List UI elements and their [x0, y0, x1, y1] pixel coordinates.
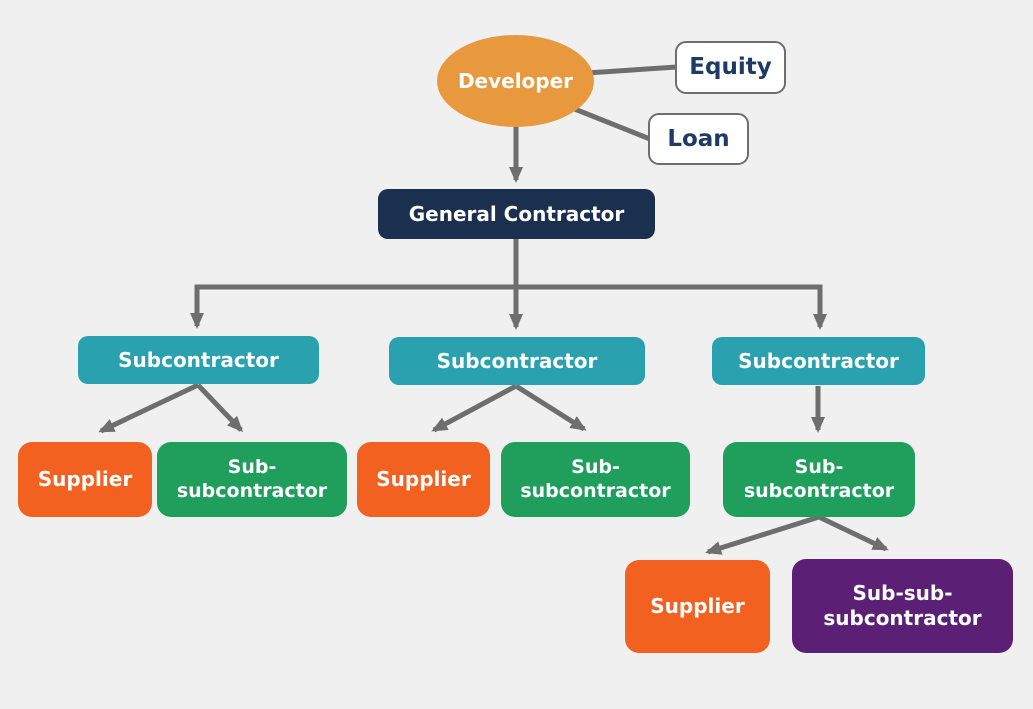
node-label: Equity: [689, 54, 772, 81]
node-label: Developer: [457, 68, 574, 93]
node-developer: Developer: [437, 35, 594, 127]
edge-sub2-subsub2: [514, 383, 587, 432]
node-label: Loan: [667, 125, 730, 152]
node-label: Sub-subcontractor: [520, 455, 671, 502]
node-subcontractor-1: Subcontractor: [78, 336, 319, 384]
node-supplier-3: Supplier: [625, 560, 770, 653]
node-loan: Loan: [648, 113, 749, 165]
node-sub-subcontractor-3: Sub-subcontractor: [723, 442, 915, 517]
node-subcontractor-2: Subcontractor: [389, 337, 645, 385]
edge-sub1-supplier1: [98, 382, 200, 434]
node-subcontractor-3: Subcontractor: [712, 337, 925, 385]
edge-subsub3-supplier3: [705, 514, 820, 555]
node-sub-subcontractor-2: Sub-subcontractor: [501, 442, 690, 517]
edge-sub2-supplier2: [431, 383, 518, 433]
node-label: Supplier: [37, 467, 133, 491]
node-label: General Contractor: [408, 201, 625, 226]
node-label: Subcontractor: [738, 348, 899, 373]
node-label: Sub-subcontractor: [176, 455, 328, 502]
node-label: Sub-subcontractor: [743, 455, 895, 502]
edge-sub1-subsub1: [196, 383, 244, 433]
node-sub-sub-subcontractor: Sub-sub-subcontractor: [792, 559, 1013, 653]
node-label: Sub-sub-subcontractor: [823, 581, 982, 630]
node-label: Subcontractor: [118, 347, 279, 372]
node-label: Supplier: [650, 594, 745, 618]
edge-subsub3-subsubsub: [817, 514, 889, 552]
node-supplier-1: Supplier: [18, 442, 152, 517]
node-general-contractor: General Contractor: [378, 189, 655, 239]
node-equity: Equity: [675, 41, 786, 94]
node-label: Subcontractor: [436, 348, 598, 373]
node-label: Supplier: [376, 467, 471, 491]
node-supplier-2: Supplier: [357, 442, 490, 517]
node-sub-subcontractor-1: Sub-subcontractor: [157, 442, 347, 517]
